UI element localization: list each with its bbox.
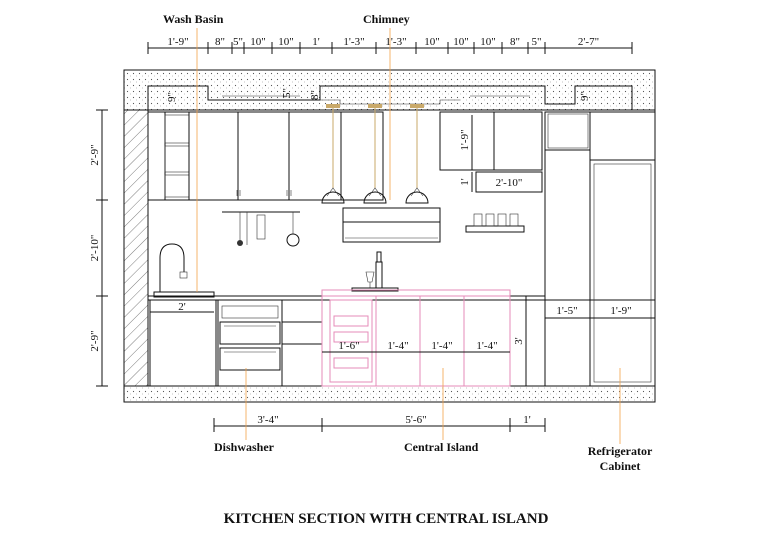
dimension-lines <box>96 42 655 432</box>
refrigerator-cabinet <box>544 111 656 387</box>
dim-fridge-2: 1'-9" <box>610 305 631 317</box>
top-dimension-label: 1' <box>312 36 320 48</box>
dim-ceiling-mid2: 8" <box>309 90 321 100</box>
dim-fridge-1: 1'-5" <box>556 305 577 317</box>
top-dimension-label: 5" <box>532 36 542 48</box>
dim-left-mid: 2'-10" <box>89 235 101 262</box>
pendant-lights <box>321 104 429 204</box>
dim-bottom-dishwasher: 3'-4" <box>257 414 278 426</box>
central-island <box>321 289 511 387</box>
label-central-island: Central Island <box>404 440 479 454</box>
label-dishwasher: Dishwasher <box>214 440 275 454</box>
top-dimension-label: 2'-7" <box>578 36 599 48</box>
dim-wall-cabinet-height: 1'-9" <box>459 129 471 150</box>
top-dimension-label: 1'-3" <box>385 36 406 48</box>
label-chimney: Chimney <box>363 12 410 26</box>
leader-lines <box>196 28 621 444</box>
dim-ceiling-mid1: 5" <box>281 88 293 98</box>
chimney-hood <box>342 207 441 243</box>
utensil-rail <box>222 211 300 247</box>
counter-bottle <box>351 251 399 292</box>
top-dimension-label: 10" <box>480 36 496 48</box>
wall-cabinets <box>147 111 543 201</box>
label-wash-basin: Wash Basin <box>163 12 224 26</box>
top-dimension-label: 5" <box>233 36 243 48</box>
sink-faucet <box>153 243 215 298</box>
top-dimension-label: 8" <box>510 36 520 48</box>
spice-shelf <box>465 213 525 233</box>
top-dimension-label: 1'-3" <box>343 36 364 48</box>
top-dimension-label: 10" <box>250 36 266 48</box>
building-structure <box>123 69 656 403</box>
top-dimension-labels: 1'-9" 8" 5" 10" 10" 1' 1'-3" 1'-3" 10" 10" 10" 8" 5"… <box>167 36 599 48</box>
top-dimension-label: 10" <box>424 36 440 48</box>
dim-island-3: 1'-4" <box>431 340 452 352</box>
label-cabinet: Cabinet <box>600 459 641 473</box>
label-refrigerator: Refrigerator <box>588 444 653 458</box>
dim-island-2: 1'-4" <box>387 340 408 352</box>
false-ceiling <box>147 85 633 110</box>
dim-left-bottom: 2'-9" <box>89 330 101 351</box>
dim-shelf-width: 2'-10" <box>496 177 523 189</box>
top-dimension-label: 10" <box>453 36 469 48</box>
dim-bottom-island: 5'-6" <box>405 414 426 426</box>
drawing-title: KITCHEN SECTION WITH CENTRAL ISLAND <box>224 511 549 527</box>
dim-island-1: 1'-6" <box>338 340 359 352</box>
dim-ceiling-right: 9" <box>579 91 591 101</box>
dim-left-top: 2'-9" <box>89 144 101 165</box>
dim-island-4: 1'-4" <box>476 340 497 352</box>
top-dimension-label: 8" <box>215 36 225 48</box>
dim-ceiling-left: 9" <box>166 92 178 102</box>
dim-counter: 2' <box>178 301 186 313</box>
left-wall-hatch <box>123 109 149 387</box>
dim-bottom-gap: 1' <box>523 414 531 426</box>
top-dimension-label: 1'-9" <box>167 36 188 48</box>
top-dimension-label: 10" <box>278 36 294 48</box>
dim-shelf-height: 1' <box>459 178 471 186</box>
ceiling-slab <box>123 69 656 111</box>
dim-island-height: 3' <box>513 337 525 345</box>
floor-slab <box>123 385 656 403</box>
